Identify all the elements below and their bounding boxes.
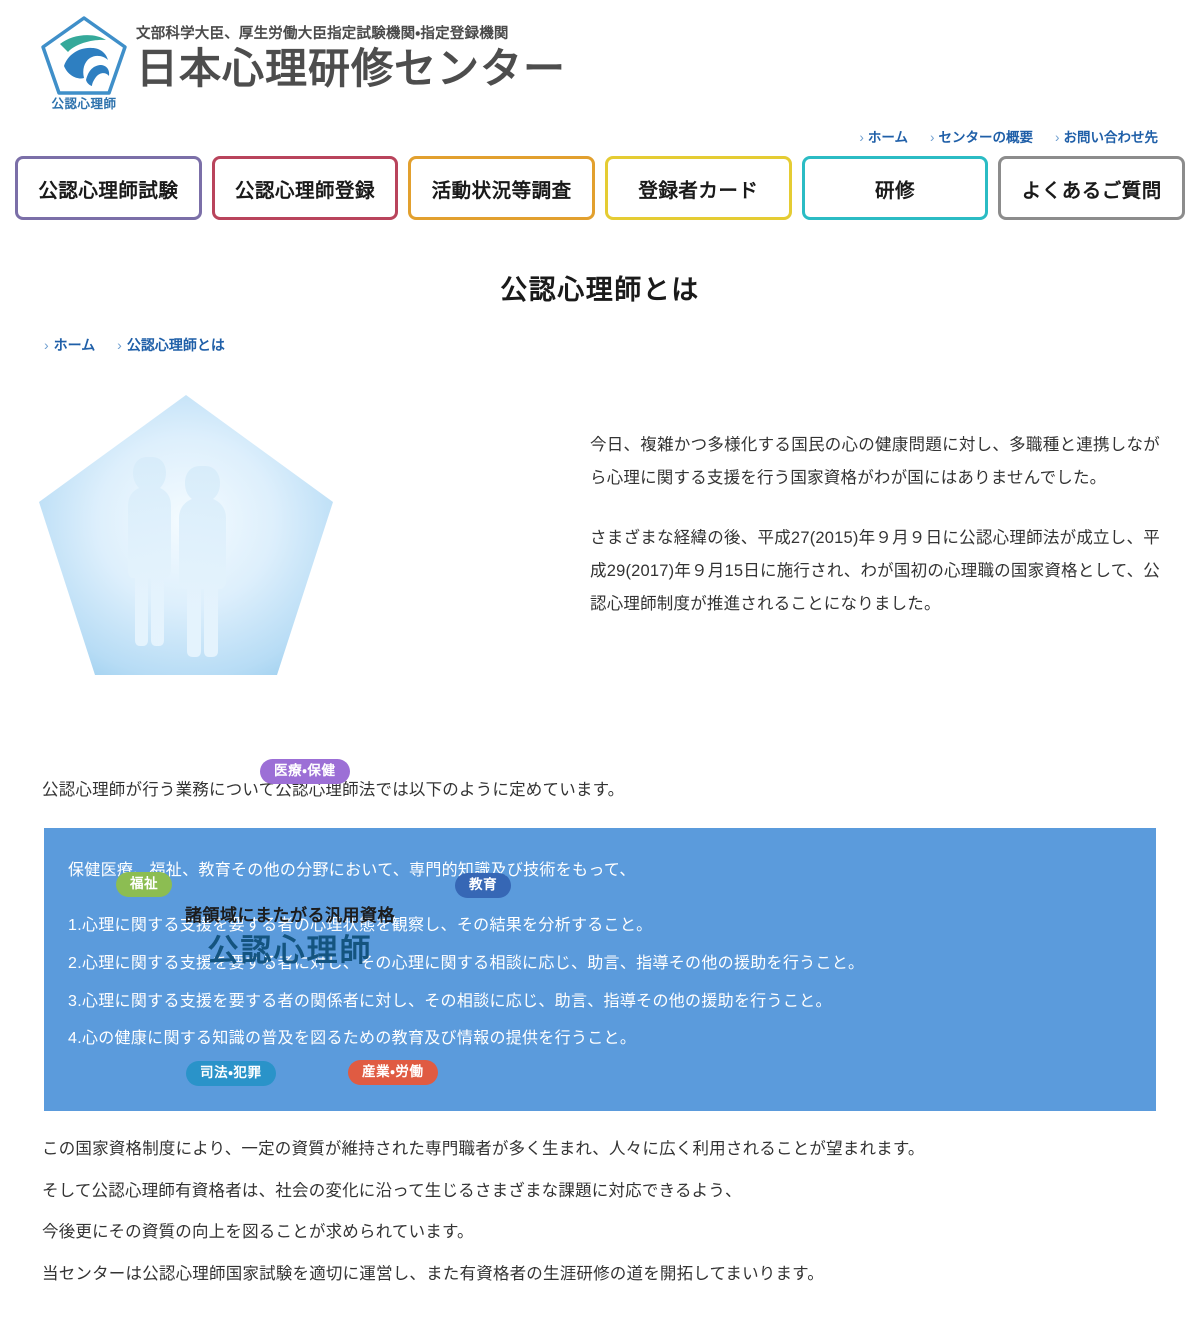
domain-pill-welfare: 福祉 [116,872,173,897]
closing-line: この国家資格制度により、一定の資質が維持された専門職者が多く生まれ、人々に広く利… [42,1140,925,1159]
closing-line: 当センターは公認心理師国家試験を適切に運営し、また有資格者の生涯研修の道を開拓し… [42,1264,824,1283]
callout-list-item: 3.心理に関する支援を要する者の関係者に対し、その相談に応じ、助言、指導その他の… [68,992,832,1010]
page-title: 公認心理師とは [500,275,700,305]
breadcrumb-current-label: 公認心理師とは [126,337,225,353]
breadcrumb-item-current: ›公認心理師とは [117,337,225,353]
nav-button-card[interactable]: 登録者カード [605,156,792,220]
main-nav: 公認心理師試験 公認心理師登録 活動状況等調査 登録者カード 研修 よくあるご質… [0,156,1200,220]
org-tagline: 文部科学大臣、厚生労働大臣指定試験機関・指定登録機関 [136,26,509,42]
domain-pill-education: 教育 [455,873,512,898]
domain-pill-medical: 医療・保健 [260,759,350,784]
nav-button-registration[interactable]: 公認心理師登録 [211,156,399,220]
util-nav-label: お問い合わせ先 [1063,130,1159,145]
nav-button-training[interactable]: 研修 [801,156,989,220]
closing-line: そして公認心理師有資格者は、社会の変化に沿って生じるさまざまな課題に対応できるよ… [42,1181,742,1200]
org-name: 日本心理研修センター [136,45,567,93]
callout-list-item: 1.心理に関する支援を要する者の心理状態を観察し、その結果を分析すること。 [68,916,653,934]
diagram-title: 公認心理師 [207,933,373,968]
util-nav-item-home[interactable]: ›ホーム [859,126,908,146]
callout-list-item: 2.心理に関する支援を要する者に対し、その心理に関する相談に応じ、助言、指導その… [68,954,865,972]
nav-button-faq[interactable]: よくあるご質問 [998,156,1186,220]
closing-section: この国家資格制度により、一定の資質が維持された専門職者が多く生まれ、人々に広く利… [0,1111,1200,1333]
util-nav-label: センターの概要 [938,130,1034,145]
domains-pentagon-diagram: 諸領域にまたがる汎用資格 公認心理師 医療・保健 福祉 教育 司法・犯罪 産業・… [0,367,580,1086]
lead-text: 公認心理師が行う業務について公認心理師法では以下のように定めています。 [42,781,625,799]
util-nav-label: ホーム [867,130,908,145]
domain-pill-justice: 司法・犯罪 [186,1061,276,1086]
closing-line: 今後更にその資質の向上を図ることが求められています。 [42,1223,474,1242]
intro-section: 諸領域にまたがる汎用資格 公認心理師 医療・保健 福祉 教育 司法・犯罪 産業・… [0,355,1200,1086]
pentagon-swoosh-logo-icon [41,16,127,95]
intro-paragraph-2: さまざまな経緯の後、平成27(2015)年９月９日に公認心理師法が成立し、平成2… [590,528,1160,614]
breadcrumb: ›ホーム ›公認心理師とは [0,307,1200,355]
chevron-right-icon: › [44,337,49,353]
breadcrumb-item-home[interactable]: ›ホーム [44,337,95,353]
domain-pill-industry: 産業・労働 [348,1060,438,1085]
two-person-silhouette-icon [128,457,226,657]
callout-intro-text: 保健医療、福祉、教育その他の分野において、専門的知識及び技術をもって、 [68,862,636,880]
intro-paragraph-1: 今日、複雑かつ多様化する国民の心の健康問題に対し、多職種と連携しながら心理に関す… [590,436,1160,488]
site-header: 公認心理師 文部科学大臣、厚生労働大臣指定試験機関・指定登録機関 日本心理研修セ… [0,0,1200,126]
logo-text-block: 文部科学大臣、厚生労働大臣指定試験機関・指定登録機関 日本心理研修センター [136,14,566,91]
pentagon-graphic [39,395,333,675]
chevron-right-icon: › [859,130,864,145]
nav-button-survey[interactable]: 活動状況等調査 [408,156,596,220]
utility-nav: ›ホーム ›センターの概要 ›お問い合わせ先 [0,126,1200,154]
util-nav-item-overview[interactable]: ›センターの概要 [930,126,1033,146]
logo-caption: 公認心理師 [51,97,117,111]
util-nav-item-contact[interactable]: ›お問い合わせ先 [1055,126,1158,146]
nav-button-exam[interactable]: 公認心理師試験 [15,156,202,220]
breadcrumb-home-label: ホーム [53,337,96,353]
chevron-right-icon: › [930,130,935,145]
chevron-right-icon: › [117,337,122,353]
chevron-right-icon: › [1055,130,1060,145]
callout-list-item: 4.心の健康に関する知識の普及を図るための教育及び情報の提供を行うこと。 [68,1030,637,1048]
diagram-subtitle: 諸領域にまたがる汎用資格 [185,906,395,925]
intro-text-block: 今日、複雑かつ多様化する国民の心の健康問題に対し、多職種と連携しながら心理に関す… [580,367,1180,648]
site-logo[interactable]: 公認心理師 [38,14,130,114]
callout-list: 1.心理に関する支援を要する者の心理状態を観察し、その結果を分析すること。 2.… [66,914,1134,1052]
